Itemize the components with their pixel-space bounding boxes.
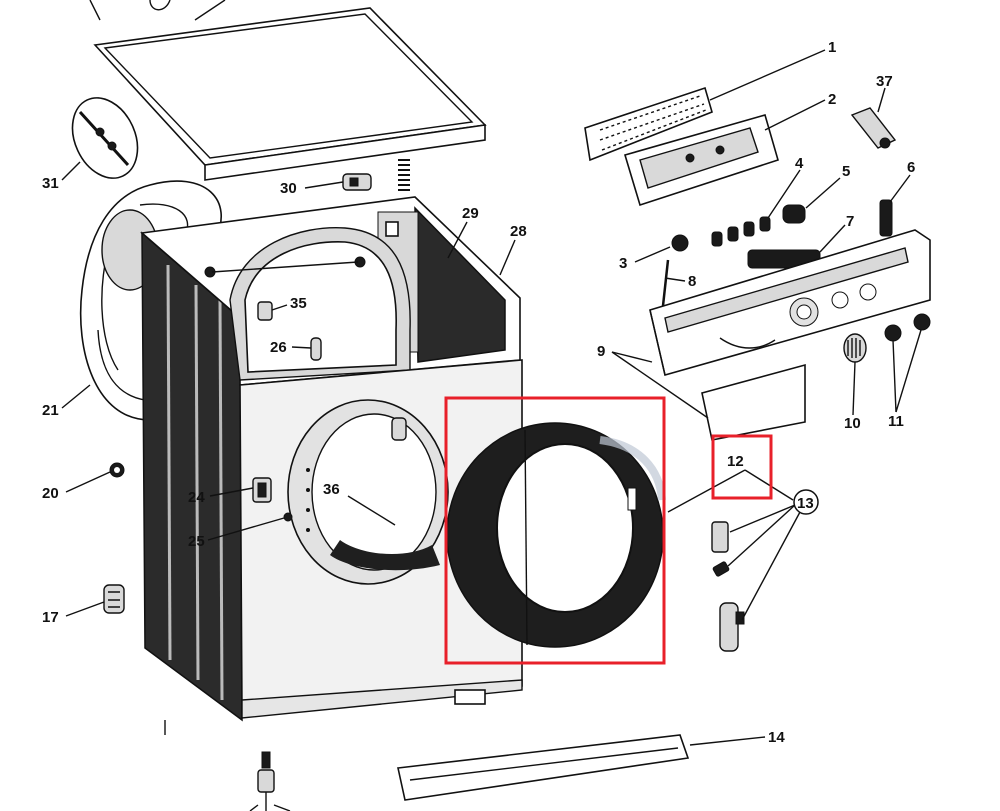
part-25-screw: [283, 512, 293, 522]
part-17-foot: [103, 584, 125, 614]
label-31: 31: [42, 175, 59, 192]
label-17: 17: [42, 609, 59, 626]
label-13: 13: [797, 495, 814, 512]
part-24-lock: [252, 477, 272, 503]
part-cabinet: [140, 196, 523, 735]
part-spring: [398, 159, 410, 191]
label-11: 11: [888, 413, 904, 430]
part-13-hinge-parts: [711, 521, 745, 652]
part-11-knob-b: [913, 313, 931, 331]
part-11-knob-a: [884, 324, 902, 342]
label-21: 21: [42, 402, 59, 419]
label-35: 35: [290, 295, 307, 312]
part-31-rod: [71, 97, 139, 179]
label-3: 3: [619, 255, 627, 272]
part-6-lever: [879, 199, 893, 237]
label-26: 26: [270, 339, 287, 356]
label-37: 37: [876, 73, 893, 90]
highlight-box-door: [444, 396, 666, 665]
part-26-sensor: [310, 337, 322, 361]
part-9-drawer: [701, 363, 806, 441]
part-10-knob: [843, 333, 867, 363]
part-2-module: [624, 114, 779, 207]
label-9: 9: [597, 343, 605, 360]
label-36: 36: [323, 481, 340, 498]
part-5-button: [782, 204, 806, 224]
label-6: 6: [907, 159, 915, 176]
label-24: 24: [188, 489, 205, 506]
part-1-board: [584, 86, 713, 162]
label-14: 14: [768, 729, 785, 746]
part-30-clip: [342, 173, 372, 191]
label-2: 2: [828, 91, 836, 108]
part-3-knob: [671, 234, 689, 252]
label-29: 29: [462, 205, 479, 222]
callout-13-circle: [793, 489, 819, 515]
label-8: 8: [688, 273, 696, 290]
label-28: 28: [510, 223, 527, 240]
label-12: 12: [727, 453, 744, 470]
part-top-lid: [93, 7, 487, 181]
label-7: 7: [846, 213, 854, 230]
part-labels: 1 2 37 4 5 6 7 3 8 9 10 11 12 13 14 29 2…: [42, 39, 915, 746]
label-30: 30: [280, 180, 297, 197]
part-bottom-screw: [249, 751, 291, 811]
part-door: [446, 422, 666, 648]
label-4: 4: [795, 155, 804, 172]
label-10: 10: [844, 415, 861, 432]
leader-lines: [61, 49, 922, 746]
label-5: 5: [842, 163, 850, 180]
label-25: 25: [188, 533, 205, 550]
part-37-knob: [850, 107, 897, 149]
part-top-fragments: [89, 0, 226, 21]
part-4-buttons: [711, 216, 771, 247]
part-35-latch: [257, 301, 273, 321]
highlight-box-part-12: [711, 434, 773, 500]
part-14-plinth: [397, 734, 690, 801]
label-1: 1: [828, 39, 836, 56]
label-20: 20: [42, 485, 59, 502]
part-control-panel: [649, 229, 931, 376]
